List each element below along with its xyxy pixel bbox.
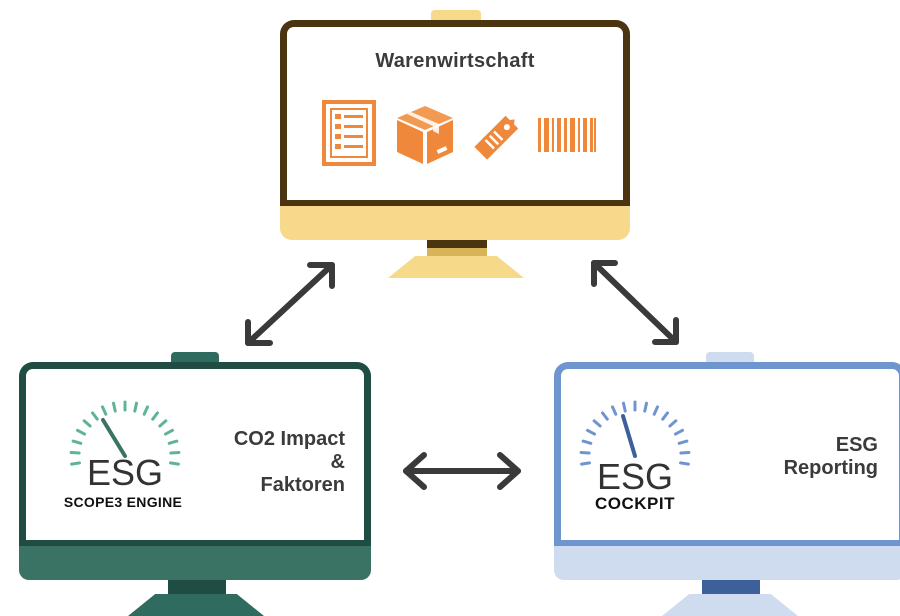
gauge-tick <box>69 451 81 455</box>
gauge-tick <box>652 405 659 416</box>
gauge-tick <box>167 439 179 445</box>
gauge-tick <box>142 405 149 416</box>
gauge-tick <box>592 419 602 428</box>
left-monitor-chin <box>19 540 371 580</box>
gauge-tick <box>643 401 648 413</box>
gauge-tick <box>91 411 99 421</box>
gauge-tick <box>586 428 596 436</box>
gauge-tick <box>169 451 181 455</box>
bidirectional-arrow-icon <box>591 260 679 345</box>
gauge-tick <box>579 451 591 455</box>
gauge-tick <box>661 411 669 421</box>
top-monitor-stand <box>388 256 524 278</box>
label-line-3: Faktoren <box>260 474 345 496</box>
esg-logo-text: ESG <box>596 456 674 497</box>
gauge-icon <box>579 400 691 466</box>
right-monitor-stand <box>662 594 798 616</box>
gauge-tick <box>581 439 593 445</box>
gauge-tick <box>151 411 159 421</box>
gauge-tick <box>674 428 684 436</box>
gauge-tick <box>580 461 591 466</box>
gauge-tick <box>164 428 174 436</box>
gauge-tick <box>169 461 180 466</box>
left-monitor-label: CO2 Impact & Faktoren <box>200 428 345 497</box>
gauge-tick <box>158 419 168 428</box>
gauge-tick <box>82 419 92 428</box>
top-monitor-chin <box>280 200 630 240</box>
label-line-2: & <box>330 451 345 473</box>
bidirectional-arrow-icon <box>403 452 521 490</box>
gauge-tick <box>112 401 117 413</box>
left-monitor-neck <box>168 580 226 594</box>
cockpit-label: COCKPIT <box>595 494 675 513</box>
gauge-tick <box>622 401 627 413</box>
label-line-2: Reporting <box>783 457 878 479</box>
top-monitor-title: Warenwirtschaft <box>375 50 535 72</box>
top-monitor-neck-band <box>427 248 487 256</box>
left-monitor-stand <box>128 594 264 616</box>
barcode-icon <box>538 118 596 152</box>
right-monitor-label: ESG Reporting <box>730 434 878 480</box>
gauge-tick <box>668 419 678 428</box>
price-tag-icon <box>474 115 519 160</box>
gauge-tick <box>133 401 138 413</box>
gauge-tick <box>677 439 689 445</box>
right-monitor-screen <box>554 362 900 540</box>
label-line-1: CO2 Impact <box>233 428 345 450</box>
gauge-tick <box>611 405 618 416</box>
right-monitor-neck <box>702 580 760 594</box>
gauge-icon <box>69 400 181 466</box>
esg-logo-text: ESG <box>86 452 164 493</box>
package-box-icon <box>397 106 453 164</box>
left-monitor-screen <box>19 362 371 540</box>
label-line-1: ESG <box>835 434 878 456</box>
list-document-icon <box>322 100 376 166</box>
right-monitor-chin <box>554 540 900 580</box>
gauge-tick <box>679 461 690 466</box>
gauge-tick <box>601 411 609 421</box>
gauge-tick <box>76 428 86 436</box>
gauge-tick <box>679 451 691 455</box>
scope3-engine-label: SCOPE3 ENGINE <box>63 494 183 510</box>
gauge-tick <box>71 439 83 445</box>
bidirectional-arrow-icon <box>245 262 335 346</box>
gauge-tick <box>101 405 108 416</box>
gauge-tick <box>70 461 81 466</box>
